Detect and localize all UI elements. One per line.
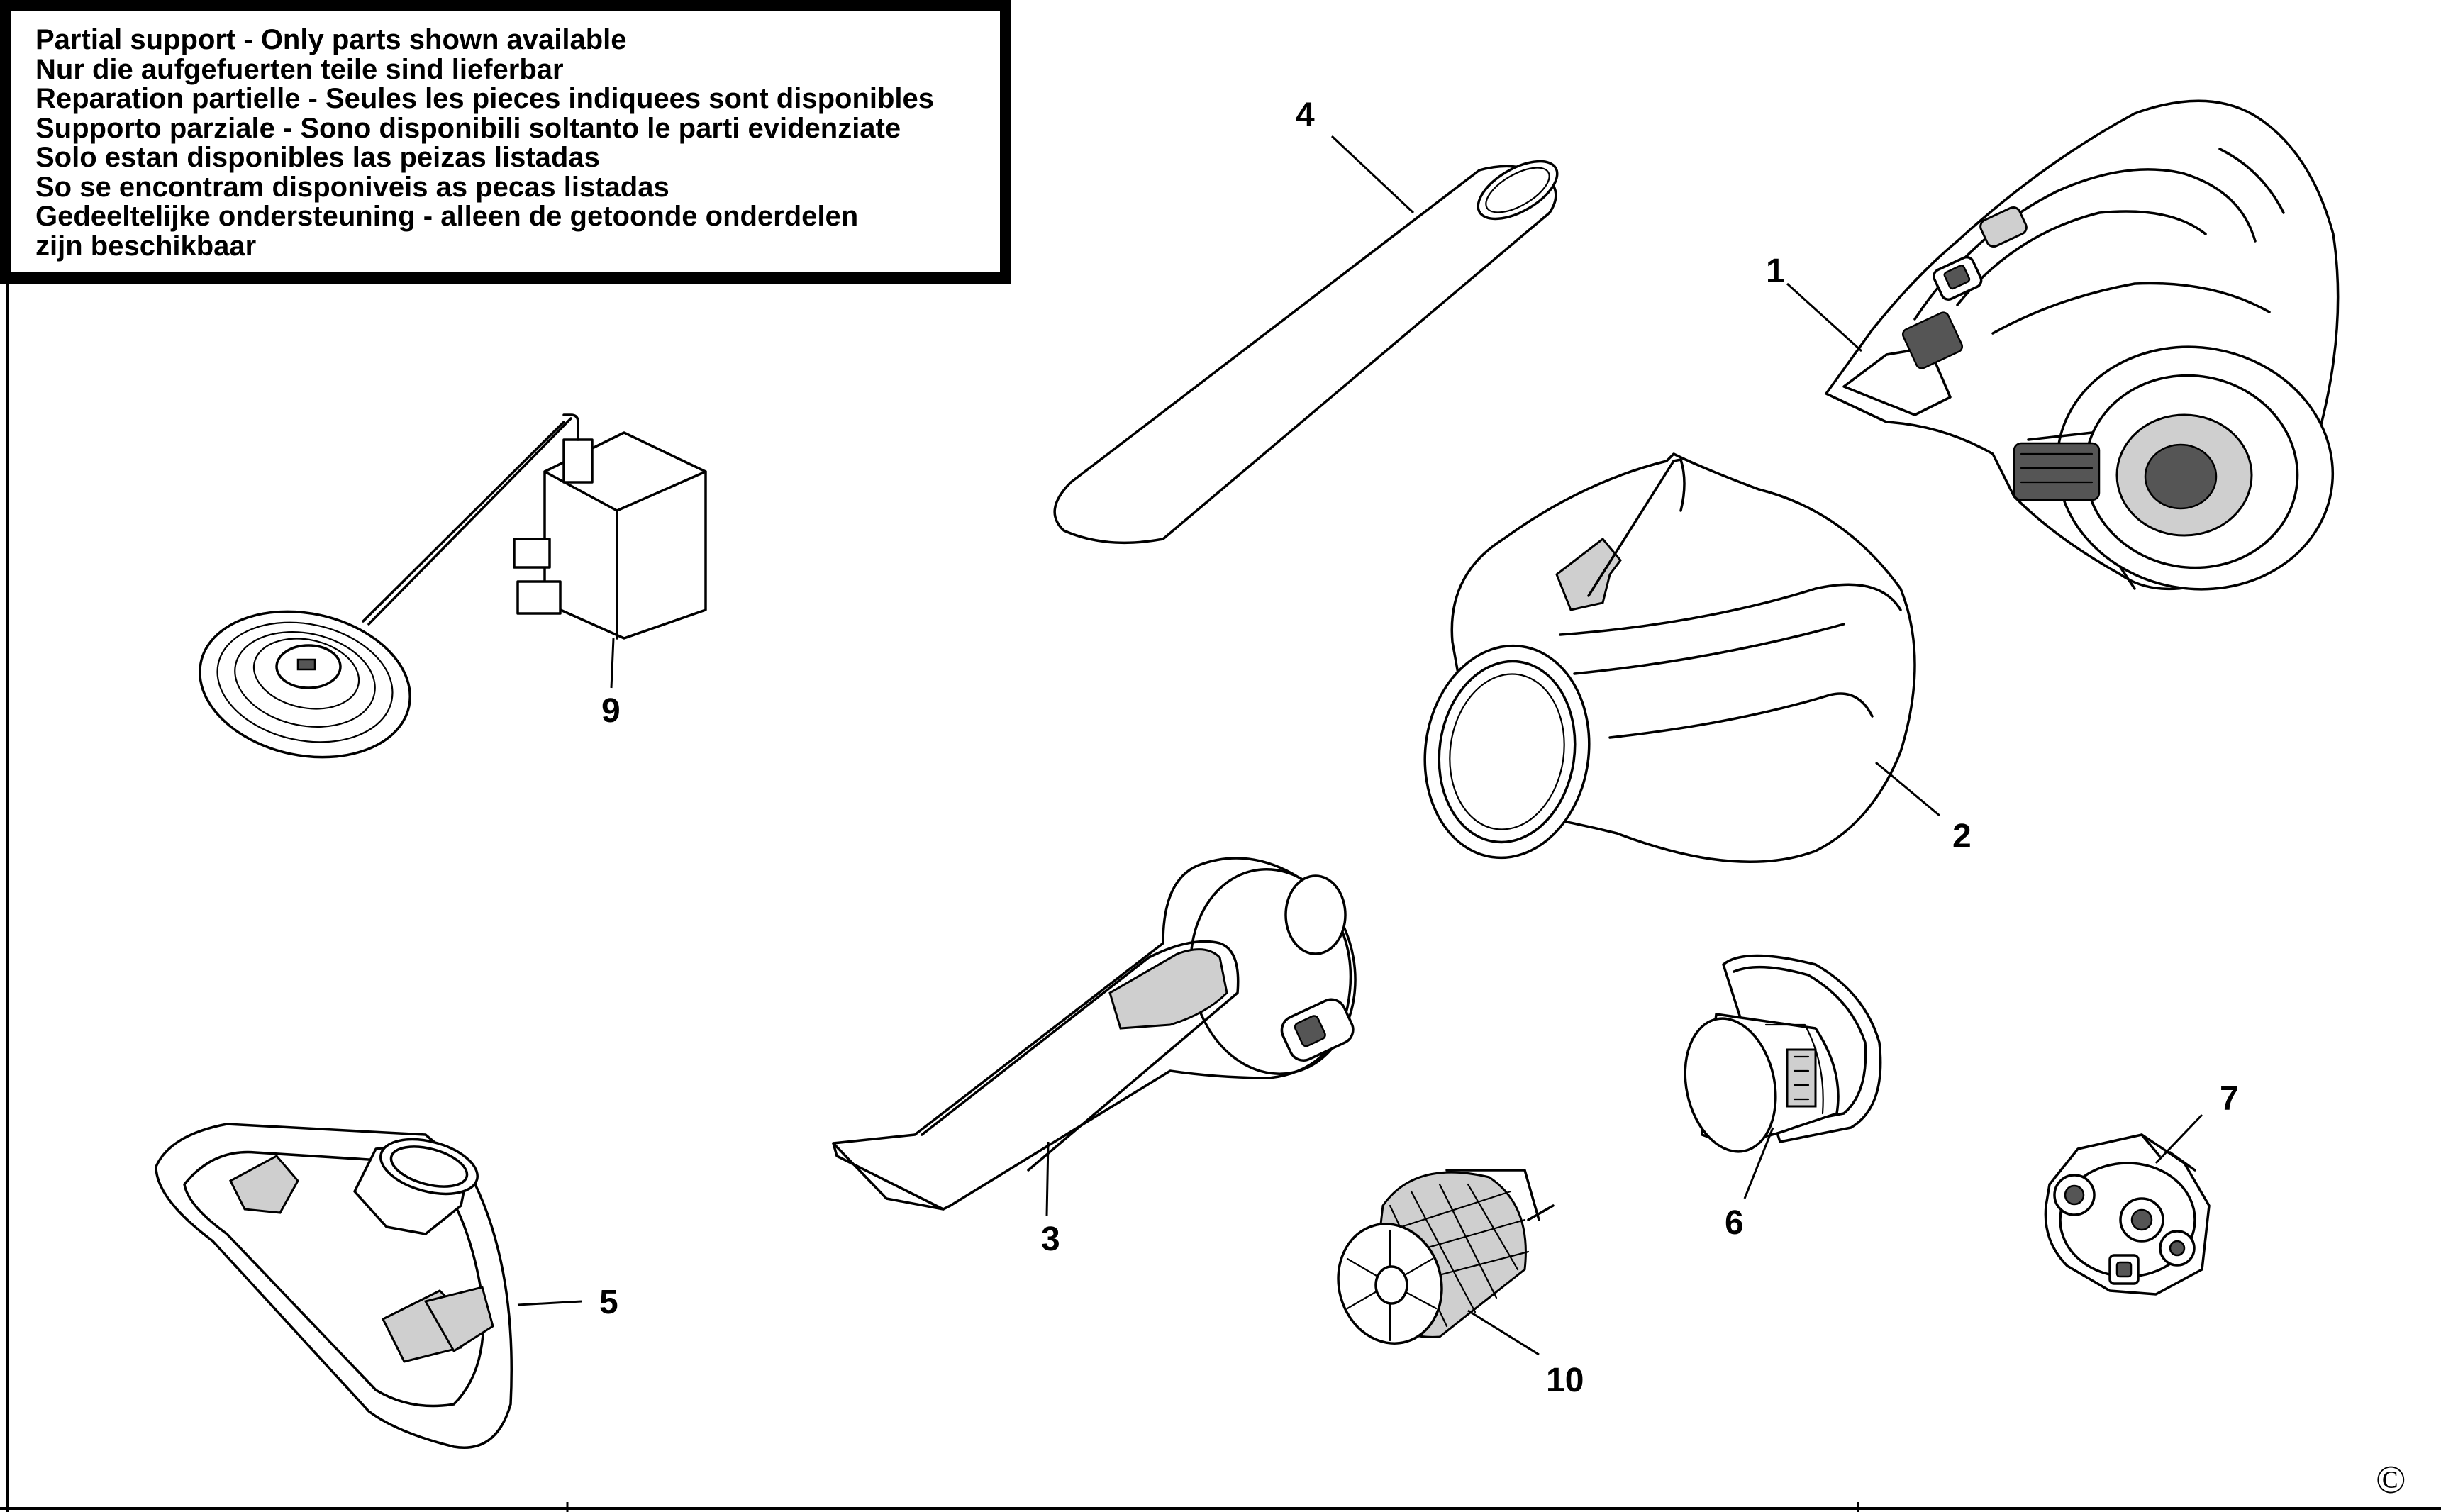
notice-line-spanish: Solo estan disponibles las peizas listad… — [35, 142, 600, 173]
notice-line-german: Nur die aufgefuerten teile sind lieferba… — [35, 53, 564, 85]
notice-line-dutch-continued: zijn beschikbaar — [35, 230, 257, 262]
leader-line-1 — [1786, 282, 1863, 352]
part-number-6: 6 — [1725, 1204, 1744, 1242]
leader-line-9 — [610, 638, 615, 689]
notice-line-dutch: Gedeeltelijke ondersteuning - alleen de … — [35, 201, 859, 232]
vacuum-body-icon — [1825, 99, 2340, 591]
floor-brush-icon — [155, 1123, 513, 1449]
notice-line-french: Reparation partielle - Seules les pieces… — [35, 83, 935, 114]
filter-mesh-icon — [1337, 1169, 1555, 1345]
crevice-nozzle-icon — [832, 857, 1357, 1211]
leader-line-4 — [1330, 135, 1415, 214]
part-number-7: 7 — [2220, 1080, 2239, 1118]
notice-line-english: Partial support - Only parts shown avail… — [35, 24, 627, 55]
leader-line-5 — [517, 1300, 582, 1306]
copyright-symbol: © — [2376, 1458, 2406, 1502]
part-number-3: 3 — [1041, 1221, 1060, 1258]
part-number-9: 9 — [601, 692, 621, 730]
part-number-5: 5 — [599, 1284, 618, 1321]
part-number-2: 2 — [1952, 818, 1972, 855]
leader-line-10 — [1467, 1309, 1540, 1356]
part-number-1: 1 — [1766, 252, 1785, 290]
leader-line-2 — [1875, 761, 1940, 817]
charger-adapter-icon — [199, 413, 707, 759]
motor-fan-icon — [2044, 1133, 2211, 1296]
partial-support-notice: Partial support - Only parts shown avail… — [0, 0, 1011, 284]
part-number-10: 10 — [1546, 1362, 1584, 1399]
notice-line-italian: Supporto parziale - Sono disponibili sol… — [35, 112, 901, 144]
filter-cone-icon — [1684, 954, 1882, 1153]
leader-line-6 — [1743, 1127, 1774, 1199]
leader-line-7 — [2154, 1113, 2203, 1164]
leader-line-3 — [1045, 1141, 1050, 1217]
notice-line-portuguese: So se encontram disponiveis as pecas lis… — [35, 171, 669, 203]
part-number-4: 4 — [1296, 96, 1315, 134]
dust-bowl-icon — [1423, 452, 1916, 863]
extension-tube-icon — [1053, 160, 1559, 545]
